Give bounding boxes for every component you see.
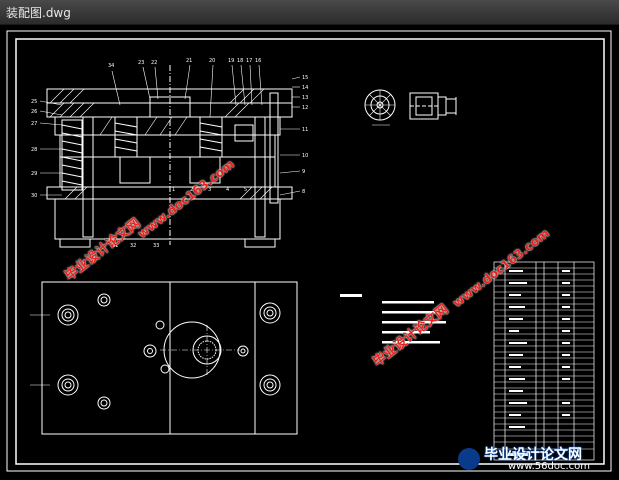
svg-text:15: 15 [302, 75, 308, 81]
svg-text:16: 16 [255, 58, 261, 64]
svg-text:5: 5 [244, 187, 247, 193]
site-logo: 毕业设计论文网 www.56doc.com [458, 444, 616, 474]
svg-text:21: 21 [186, 58, 192, 64]
svg-text:22: 22 [151, 60, 157, 66]
svg-text:33: 33 [153, 243, 159, 249]
svg-text:10: 10 [302, 153, 308, 159]
svg-text:26: 26 [31, 109, 37, 115]
svg-text:13: 13 [302, 95, 308, 101]
svg-text:4: 4 [226, 187, 229, 193]
svg-text:25: 25 [31, 99, 37, 105]
svg-text:17: 17 [246, 58, 252, 64]
svg-text:20: 20 [209, 58, 215, 64]
logo-url-text: www.56doc.com [508, 461, 591, 472]
svg-text:14: 14 [302, 85, 308, 91]
svg-text:8: 8 [302, 189, 305, 195]
parts-list-table [493, 261, 595, 461]
technical-notes [340, 294, 446, 344]
svg-text:31: 31 [112, 243, 118, 249]
svg-text:29: 29 [31, 171, 37, 177]
svg-text:34: 34 [108, 63, 114, 69]
logo-emblem-icon [458, 448, 480, 470]
detail-view-section [409, 92, 457, 120]
svg-text:12: 12 [302, 105, 308, 111]
svg-text:1: 1 [172, 187, 175, 193]
svg-text:11: 11 [302, 127, 308, 133]
outer-frame [6, 30, 612, 472]
svg-text:9: 9 [302, 169, 305, 175]
svg-text:32: 32 [130, 243, 136, 249]
svg-text:3: 3 [208, 187, 211, 193]
svg-text:28: 28 [31, 147, 37, 153]
window-titlebar: 装配图.dwg [0, 0, 619, 25]
detail-view-gear [364, 89, 396, 126]
svg-text:18: 18 [237, 58, 243, 64]
front-section-view [39, 64, 301, 248]
plan-view [30, 281, 298, 435]
inner-frame [15, 38, 605, 465]
logo-cn-text: 毕业设计论文网 [484, 447, 582, 463]
svg-text:19: 19 [228, 58, 234, 64]
svg-text:23: 23 [138, 60, 144, 66]
svg-text:2: 2 [190, 187, 193, 193]
svg-text:30: 30 [31, 193, 37, 199]
svg-text:27: 27 [31, 121, 37, 127]
window-title: 装配图.dwg [6, 6, 71, 20]
